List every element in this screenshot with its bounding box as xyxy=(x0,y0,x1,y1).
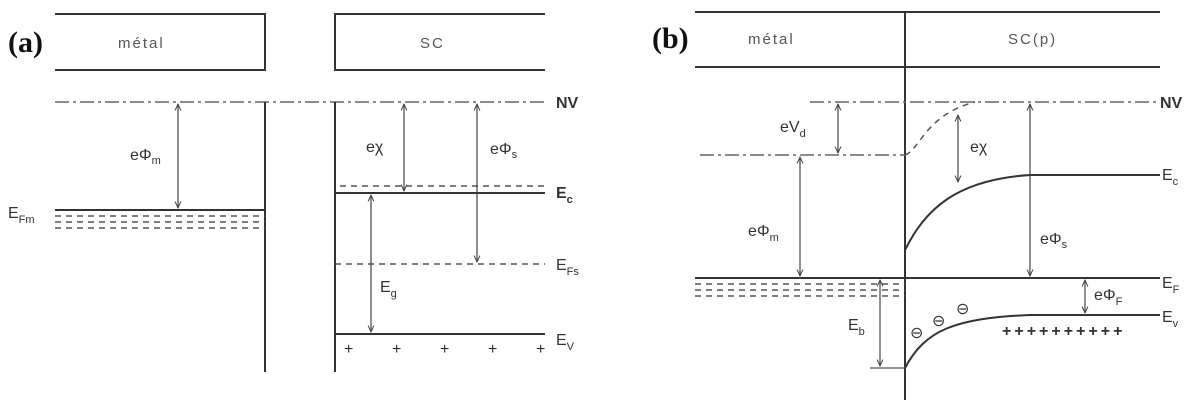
hole-2: + xyxy=(392,341,401,358)
charge-2: ⊖ xyxy=(932,313,945,330)
hole-3: + xyxy=(440,341,449,358)
sc-box-label: SC xyxy=(420,35,445,52)
hole-4: + xyxy=(488,341,497,358)
phi-m-label-b: eΦm xyxy=(748,223,779,244)
efm-label: EFm xyxy=(8,205,35,226)
junction-boxes xyxy=(695,11,1160,68)
phi-s-label: eΦs xyxy=(490,141,518,161)
phi-m-label: eΦm xyxy=(130,147,161,167)
metal-box-label: métal xyxy=(118,35,165,52)
efs-label: EFs xyxy=(556,257,579,278)
panel-a-tag: (a) xyxy=(8,26,43,59)
eb-label: Eb xyxy=(848,317,865,338)
valence-band-bent xyxy=(904,314,1160,369)
nv-label: NV xyxy=(556,95,579,112)
ec-label-b: Ec xyxy=(1162,167,1179,188)
holes-row: ++++++++++ xyxy=(1002,323,1125,340)
charge-3: ⊖ xyxy=(956,301,969,318)
sc-box-label-b: SC(p) xyxy=(1008,31,1057,48)
sc-box xyxy=(334,13,545,71)
ec-label: Ec xyxy=(556,185,573,206)
ef-label-b: EF xyxy=(1162,275,1180,296)
chi-label: eχ xyxy=(366,139,384,156)
charge-1: ⊖ xyxy=(910,325,923,342)
ev-label: EV xyxy=(556,332,575,353)
vd-label: eVd xyxy=(780,119,806,140)
hole-5: + xyxy=(536,341,545,358)
metal-box xyxy=(55,13,266,71)
eg-label: Eg xyxy=(380,279,397,300)
panel-b-tag: (b) xyxy=(652,22,689,55)
panel-b: (b) métal SC(p) NV eVd Ec eχ eΦm eΦs EF xyxy=(652,11,1183,400)
metal-box-label-b: métal xyxy=(748,31,795,48)
ev-label-b: Ev xyxy=(1162,309,1179,330)
conduction-band-bent xyxy=(904,174,1160,251)
vacuum-level-bending xyxy=(904,101,976,156)
chi-label-b: eχ xyxy=(970,139,988,156)
nv-label-b: NV xyxy=(1160,95,1183,112)
phi-f-label: eΦF xyxy=(1094,287,1123,308)
panel-a: (a) métal SC NV EFm eΦm Ec EFs EV xyxy=(8,13,579,372)
phi-s-label-b: eΦs xyxy=(1040,231,1068,251)
hole-1: + xyxy=(344,341,353,358)
